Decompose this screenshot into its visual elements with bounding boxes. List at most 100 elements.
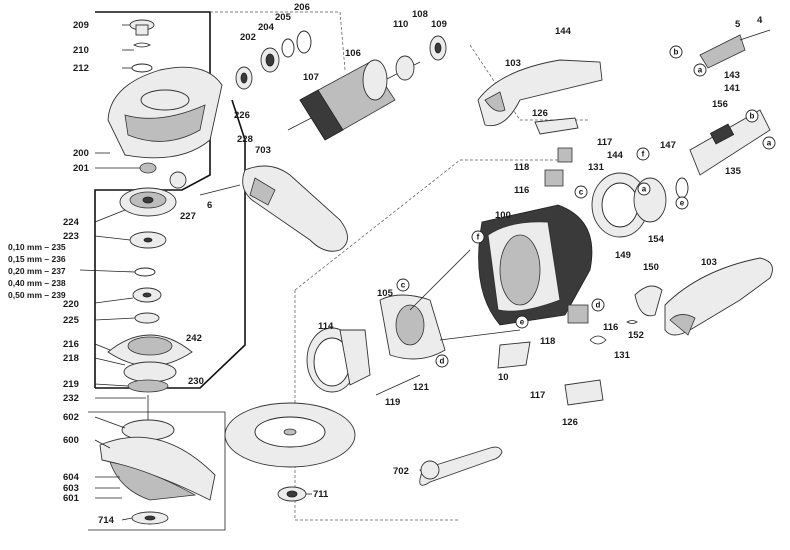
callout-d: d (440, 357, 445, 366)
label-219: 219 (63, 379, 79, 390)
label-242: 242 (186, 333, 202, 344)
motor-housing (478, 204, 593, 326)
label-103-bottom: 103 (701, 257, 717, 268)
callout-e: e (680, 199, 685, 208)
label-226: 226 (234, 110, 250, 121)
gear-head-cover (107, 66, 223, 174)
side-handle (199, 165, 348, 252)
label-228: 228 (237, 134, 253, 145)
label-108: 108 (412, 9, 428, 20)
stator-field (379, 294, 446, 360)
label-141: 141 (724, 83, 741, 94)
label-224: 224 (63, 217, 80, 228)
label-604: 604 (63, 472, 80, 483)
label-156: 156 (712, 99, 728, 110)
label-131-bottom: 131 (614, 350, 631, 361)
label-5: 5 (735, 19, 741, 30)
wheel-guard (99, 395, 216, 525)
label-236: 0,15 mm – 236 (8, 254, 66, 264)
label-711: 711 (313, 489, 329, 500)
label-117-top: 117 (597, 137, 612, 148)
callout-a: a (767, 139, 772, 148)
label-212: 212 (73, 63, 89, 74)
bearing-flange (107, 334, 193, 393)
label-154: 154 (648, 234, 665, 245)
armature (287, 35, 447, 141)
label-220: 220 (63, 299, 79, 310)
callout-f: f (642, 150, 645, 159)
callout-b: b (674, 48, 679, 57)
label-218: 218 (63, 353, 79, 364)
cable-strain-relief (699, 29, 771, 69)
label-116-bottom: 116 (603, 322, 618, 333)
label-126-bottom: 126 (562, 417, 578, 428)
label-103-top: 103 (505, 58, 521, 69)
label-601: 601 (63, 493, 80, 504)
callout-c: c (579, 188, 584, 197)
switch-unit (689, 109, 771, 176)
reference-callouts: a b b a a e f f c c d d e (396, 45, 776, 368)
label-107: 107 (303, 72, 319, 83)
label-237: 0,20 mm – 237 (8, 266, 66, 276)
callout-a: a (698, 66, 703, 75)
label-150: 150 (643, 262, 659, 273)
callout-f: f (477, 233, 480, 242)
label-227: 227 (180, 211, 196, 222)
label-110: 110 (393, 19, 408, 30)
grinding-disc (224, 402, 356, 502)
label-204: 204 (258, 22, 275, 33)
dash-line-housing (294, 290, 460, 521)
label-206: 206 (294, 2, 310, 13)
label-118-top: 118 (514, 162, 529, 173)
top-bearings (235, 30, 312, 90)
label-600: 600 (63, 435, 79, 446)
part-labels: 209 210 212 200 201 202 204 205 206 226 … (8, 2, 763, 526)
label-200: 200 (73, 148, 89, 159)
label-105: 105 (377, 288, 394, 299)
label-703: 703 (255, 145, 271, 156)
label-238: 0,40 mm – 238 (8, 278, 66, 288)
label-147: 147 (660, 140, 676, 151)
leader-lines (79, 24, 312, 521)
label-149: 149 (615, 250, 631, 261)
label-202: 202 (240, 32, 256, 43)
callout-b: b (750, 112, 755, 121)
label-201: 201 (73, 163, 90, 174)
label-121: 121 (413, 382, 430, 393)
label-603: 603 (63, 483, 79, 494)
callout-d: d (596, 301, 601, 310)
label-210: 210 (73, 45, 89, 56)
handle-bottom (664, 257, 773, 336)
label-223: 223 (63, 231, 79, 242)
label-232: 232 (63, 393, 79, 404)
label-152: 152 (628, 330, 644, 341)
frame-line-top (94, 11, 211, 388)
dash-line-top (210, 11, 346, 71)
lock-button (129, 19, 155, 73)
label-230: 230 (188, 376, 204, 387)
label-6: 6 (207, 200, 212, 211)
label-114: 114 (318, 321, 334, 332)
frame-line-guard (88, 411, 226, 531)
small-parts (375, 117, 663, 406)
label-106: 106 (345, 48, 361, 59)
flange-plate (129, 231, 167, 324)
label-135: 135 (725, 166, 742, 177)
callout-e: e (520, 318, 525, 327)
handle-top (477, 59, 603, 127)
callout-a: a (642, 185, 647, 194)
dash-line-armature (294, 159, 560, 291)
callout-c: c (401, 281, 406, 290)
label-209: 209 (73, 20, 89, 31)
label-225: 225 (63, 315, 80, 326)
label-109: 109 (431, 19, 447, 30)
label-118-bottom: 118 (540, 336, 555, 347)
label-143: 143 (724, 70, 740, 81)
label-117-bottom: 117 (530, 390, 545, 401)
label-216: 216 (63, 339, 79, 350)
label-119: 119 (385, 397, 400, 408)
brush-ring (591, 172, 689, 238)
label-10: 10 (498, 372, 509, 383)
